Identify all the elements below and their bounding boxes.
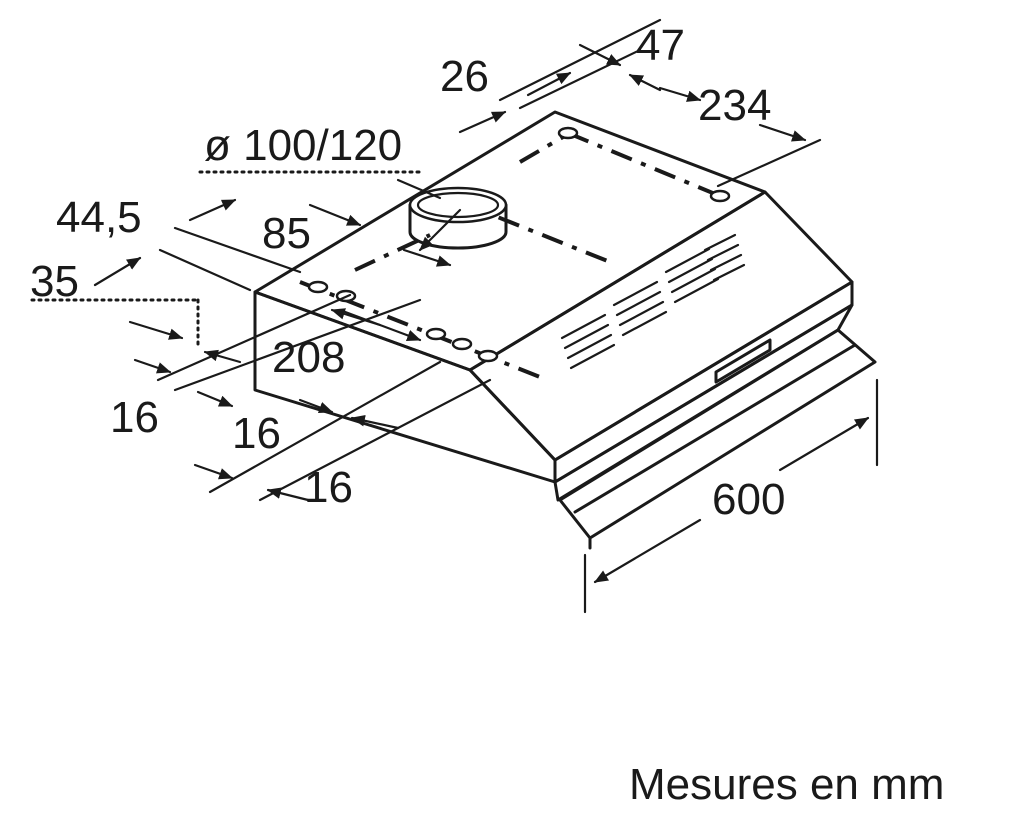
dim-85: 85	[262, 209, 311, 258]
hole-front-4	[451, 337, 473, 351]
duct-collar	[408, 186, 508, 250]
dimension-lines	[30, 18, 879, 614]
dim-35: 35	[30, 257, 79, 306]
dim-width-600: 600	[712, 475, 785, 524]
dim-234: 234	[698, 81, 771, 130]
dim-44-5: 44,5	[56, 193, 142, 242]
hole-front-1	[307, 280, 329, 294]
hole-rear-left	[557, 126, 579, 140]
dimension-labels: 47 26 234 ø 100/120 44,5 85 35 208 16 16…	[30, 21, 785, 524]
dim-duct-diameter: ø 100/120	[204, 121, 402, 170]
dim-16-b: 16	[232, 409, 281, 458]
dim-16-c: 16	[304, 463, 353, 512]
dim-26: 26	[440, 52, 489, 101]
centerline-front-holes	[299, 280, 541, 379]
hole-front-3	[425, 327, 447, 341]
mounting-holes	[307, 126, 731, 363]
hood-front-strip	[553, 280, 854, 484]
hole-rear-right	[709, 189, 731, 203]
centerline-duct	[454, 198, 611, 264]
dim-208: 208	[272, 333, 345, 382]
hood-side-face	[253, 290, 557, 484]
units-caption: Mesures en mm	[629, 760, 945, 809]
centerline-rear-holes	[567, 131, 721, 198]
hood-light-window	[714, 338, 772, 384]
dim-16-a: 16	[110, 393, 159, 442]
hole-front-5	[477, 349, 499, 363]
hood-body	[253, 110, 877, 550]
dim-47: 47	[636, 21, 685, 70]
hood-filter-tray	[558, 328, 877, 540]
hood-vent-slots	[560, 233, 746, 370]
